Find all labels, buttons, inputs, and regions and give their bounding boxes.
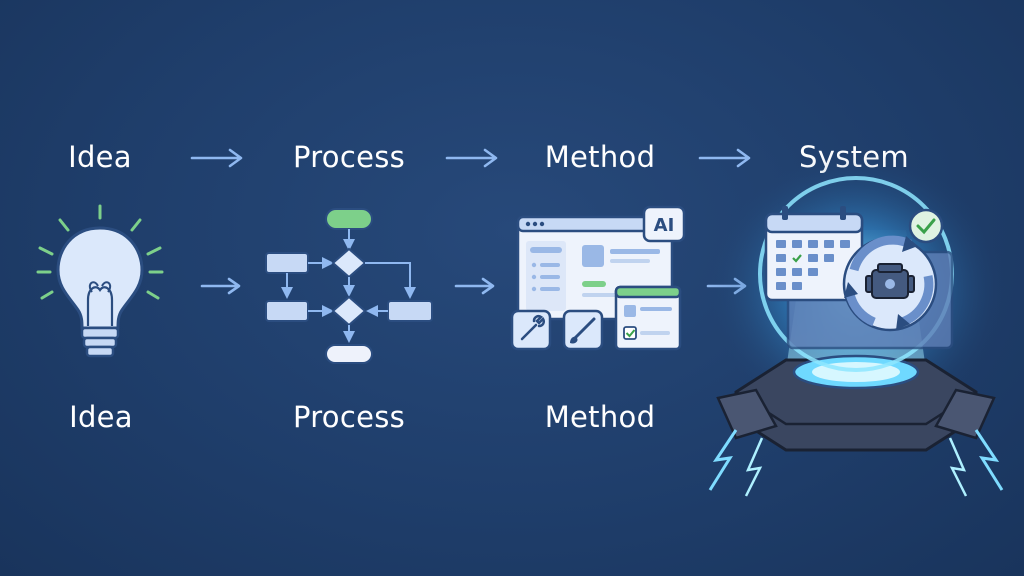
step-method-caption: Method [544, 400, 656, 434]
step-process-title: Process [292, 140, 406, 174]
ai-badge: AI [654, 215, 675, 236]
step-idea-caption: Idea [69, 400, 133, 434]
step-process-caption: Process [292, 400, 406, 434]
mid-arrow-2 [454, 277, 495, 295]
mid-arrow-1 [200, 277, 241, 295]
top-arrow-3 [698, 148, 751, 168]
flowchart-icon [265, 208, 433, 364]
lightbulb-icon [36, 204, 164, 358]
top-arrow-2 [445, 148, 498, 168]
step-idea-title: Idea [68, 140, 132, 174]
step-method-title: Method [544, 140, 656, 174]
app-window-icon: AI [510, 205, 686, 351]
system-engine-icon [706, 150, 1006, 497]
top-arrow-1 [190, 148, 243, 168]
